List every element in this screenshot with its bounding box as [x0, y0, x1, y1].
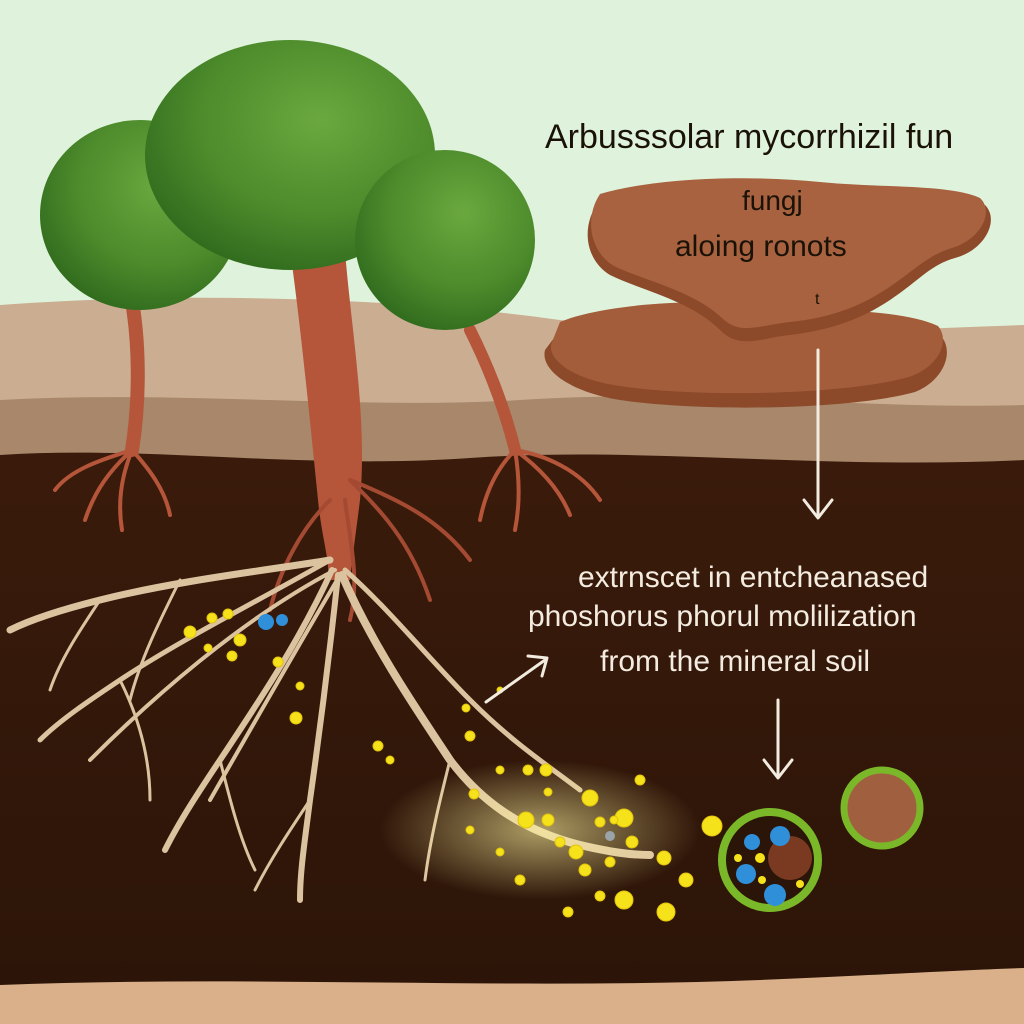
phosphorus-particles	[183, 608, 723, 922]
arrow-down-bottom	[762, 698, 794, 780]
arrow-diag-mid	[484, 654, 549, 704]
soil-slab-illustration	[544, 178, 991, 408]
soil-bottom-band	[0, 968, 1024, 1024]
nutrient-specks	[258, 614, 615, 841]
right-small-tree	[464, 324, 602, 532]
label-mid-line-3: from the mineral soil	[600, 645, 871, 678]
label-top-line-2: fungj	[742, 185, 803, 216]
arrows	[484, 348, 834, 780]
arrow-down-top	[802, 348, 834, 520]
label-top-line-1: Arbusssolar mycorrhizil fun	[545, 118, 954, 156]
label-top-small: t	[815, 291, 820, 308]
soil-clump-cell	[840, 766, 924, 850]
main-trunk	[290, 250, 363, 580]
phosphorus-glow	[380, 760, 700, 900]
soil-particle-cell	[718, 808, 822, 912]
right-canopy	[355, 150, 535, 330]
label-top-line-3: aloing ronots	[675, 230, 847, 263]
label-mid-line-2: phoshorus phorul molilization	[528, 600, 917, 633]
trunk-red-roots	[268, 478, 472, 622]
label-mid-line-1: extrnscet in entcheanased	[578, 561, 929, 594]
